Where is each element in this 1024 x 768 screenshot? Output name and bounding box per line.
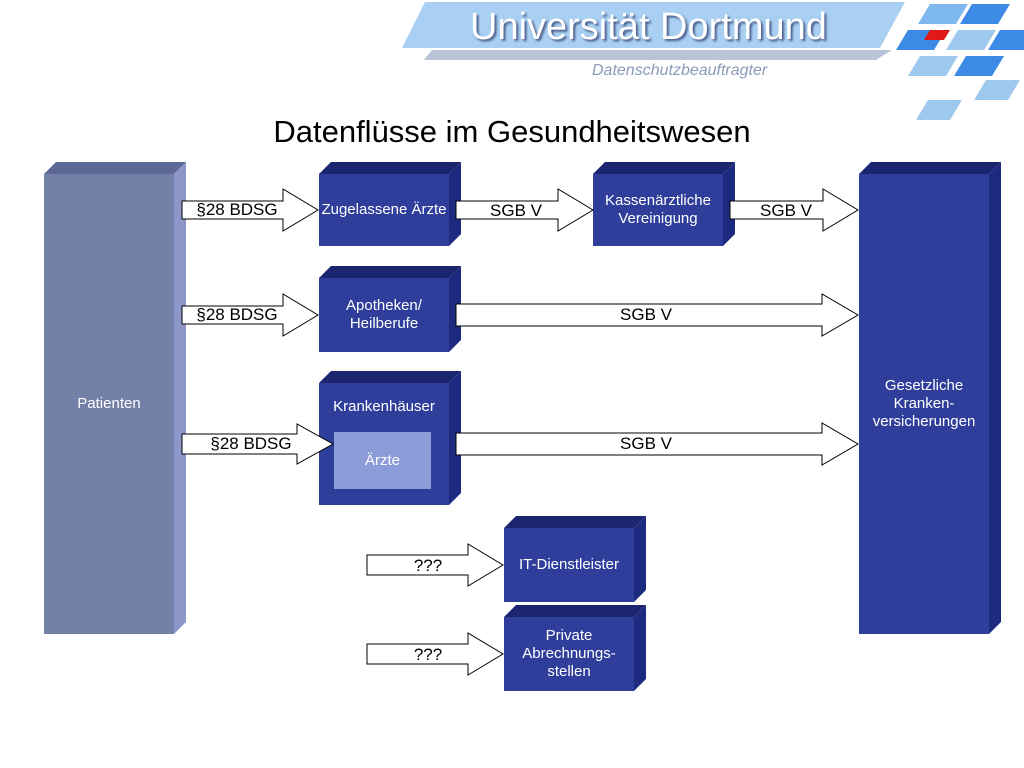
edge-label-sgb-3: SGB V [620, 305, 672, 324]
arrow-sgb-4 [455, 422, 859, 466]
arrow-unknown-1 [366, 543, 504, 587]
department-name: Datenschutzbeauftragter [592, 62, 768, 79]
edge-label-bdsg-3: §28 BDSG [210, 434, 292, 453]
arrow-sgb-2 [729, 188, 859, 232]
edge-label-unknown-2: ??? [413, 645, 443, 664]
patienten-column [44, 162, 186, 634]
university-name: Universität Dortmund [470, 6, 827, 48]
edge-label-sgb-4: SGB V [620, 434, 672, 453]
university-logo [896, 4, 1024, 120]
zugelassene-aerzte-label: Zugelassene Ärzte [321, 201, 447, 218]
page-title: Datenflüsse im Gesundheitswesen [273, 114, 751, 149]
abrechnungsstellen-label: Private Abrechnungs-stellen [522, 627, 616, 680]
krankenhaeuser-label: Krankenhäuser [333, 398, 435, 415]
zugelassene-aerzte-box [319, 162, 461, 246]
edge-label-bdsg-1: §28 BDSG [196, 200, 278, 219]
arrow-bdsg-2 [181, 293, 319, 337]
it-dienstleister-box [504, 516, 646, 602]
arrow-bdsg-3 [181, 423, 335, 465]
edge-label-sgb-1: SGB V [490, 201, 542, 220]
krankenhaus-aerzte-box [334, 432, 431, 489]
edge-label-sgb-2: SGB V [760, 201, 812, 220]
krankenhaus-aerzte-label: Ärzte [364, 451, 400, 469]
kassenaerztliche-vereinigung-label: Kassenärztliche Vereinigung [605, 192, 711, 227]
kassenaerztliche-vereinigung-box [593, 162, 735, 246]
arrow-sgb-1 [455, 188, 594, 232]
arrow-bdsg-1 [181, 188, 319, 232]
header-banner [402, 2, 905, 60]
edge-label-unknown-1: ??? [413, 556, 443, 575]
apotheken-label: Apotheken/ Heilberufe [346, 297, 422, 332]
gkv-column [859, 162, 1001, 634]
arrow-unknown-2 [366, 632, 504, 676]
edge-label-bdsg-2: §28 BDSG [196, 305, 278, 324]
gkv-label: Gesetzliche Kranken-versicherungen [872, 377, 976, 430]
it-dienstleister-label: IT-Dienstleister [518, 556, 620, 573]
abrechnungsstellen-box [504, 605, 646, 691]
krankenhaeuser-box [319, 371, 461, 505]
apotheken-box [319, 266, 461, 352]
patienten-label: Patienten [77, 395, 141, 412]
arrow-sgb-3 [455, 293, 859, 337]
